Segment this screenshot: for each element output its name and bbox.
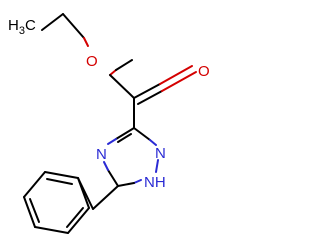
bond-n1-c5-blue (133, 179, 142, 184)
bond-c3-n4 (115, 127, 135, 140)
bond-ph-5 (67, 207, 90, 234)
bond-c3-n2 (133, 127, 151, 141)
ring-n4-label: N (96, 146, 107, 163)
bond-c5-n4-blue (103, 161, 109, 171)
bond-ch2-o (62, 13, 85, 39)
bond-ph-4 (34, 226, 69, 234)
bond-carbonyl-2-red (161, 71, 197, 92)
bond-o-c-red (109, 69, 117, 76)
bond-carbonyl-1-red (159, 65, 193, 85)
bond-ph-2 (23, 171, 46, 198)
ester-oxygen-label: O (86, 53, 98, 70)
bond-n1-c5 (117, 182, 135, 187)
bond-carbonyl-2 (137, 90, 163, 105)
methyl-label: H3C (8, 17, 36, 37)
bond-ph-inner-2 (29, 198, 40, 223)
structure-diagram: H3C O O N N NH (8, 13, 210, 234)
bond-c5-n4 (107, 169, 119, 187)
bond-ch3-ch2 (41, 13, 64, 31)
bond-c3-n4-inner (117, 133, 132, 143)
bond-c3-n4-blue (107, 138, 117, 145)
bond-n2-n1 (155, 159, 159, 173)
bond-ph-inner-3 (66, 207, 84, 228)
bond-ph-1 (44, 171, 79, 179)
ring-n2-label: N (155, 145, 166, 162)
bond-ph-inner-1 (46, 178, 73, 185)
bond-ch2-o-red (83, 37, 89, 47)
bond-c5-ch2 (92, 185, 119, 210)
bond-o-c2 (109, 74, 135, 99)
bond-ph-3 (23, 196, 36, 228)
ring-nh-label: NH (144, 174, 166, 191)
carbonyl-oxygen-label: O (198, 63, 210, 80)
bond-carbonyl-1 (133, 83, 161, 99)
bond-c3-n2-blue (149, 139, 157, 146)
bond-o-c (115, 59, 133, 71)
bond-ph-6 (77, 177, 90, 209)
